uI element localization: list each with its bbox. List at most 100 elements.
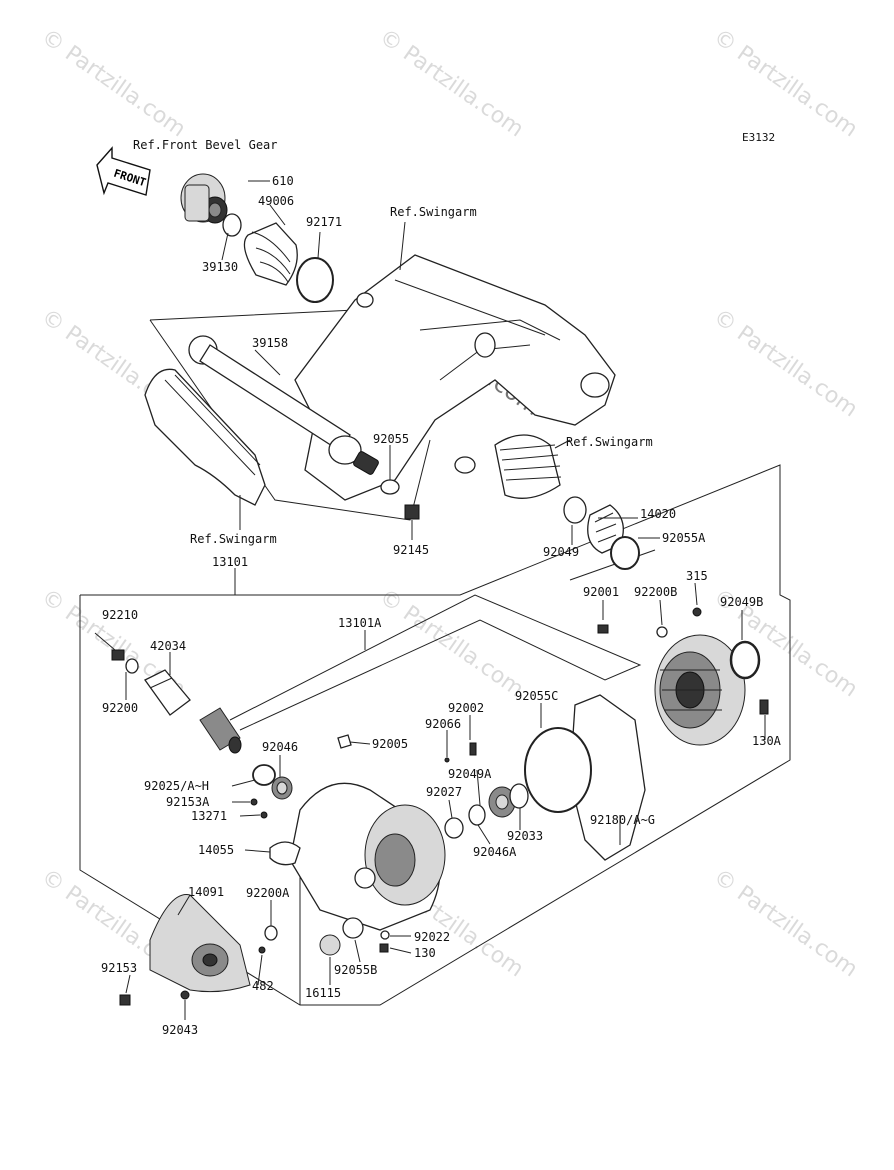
watermark-layer: © Partzilla.com © Partzilla.com © Partzi…: [37, 24, 862, 982]
part-92066-pin: [444, 757, 450, 763]
part-92200A-washer: [264, 925, 278, 941]
watermark: © Partzilla.com: [709, 864, 862, 982]
label-14091: 14091: [188, 885, 224, 899]
part-92049B-seal: [729, 640, 761, 680]
label-92043: 92043: [162, 1023, 198, 1037]
label-14020: 14020: [640, 507, 676, 521]
diagram-code: E3132: [742, 131, 775, 144]
ref-swingarm-left: Ref.Swingarm: [190, 532, 277, 546]
label-92200: 92200: [102, 701, 138, 715]
part-92002-bolt: [469, 742, 477, 756]
part-92046A-ring: [468, 804, 486, 826]
part-14091-cover: [149, 894, 251, 993]
part-92210-nut: [111, 649, 125, 661]
label-92055B: 92055B: [334, 963, 377, 977]
ref-swingarm-top: Ref.Swingarm: [390, 205, 477, 219]
watermark: © Partzilla.com: [37, 24, 190, 142]
label-92180: 92180/A~G: [590, 813, 655, 827]
part-482-pin: [258, 946, 266, 954]
part-13271-plate: [260, 811, 268, 819]
label-92025: 92025/A~H: [144, 779, 209, 793]
label-92022: 92022: [414, 930, 450, 944]
label-39130: 39130: [202, 260, 238, 274]
part-49006-boot: [243, 222, 298, 286]
label-49006: 49006: [258, 194, 294, 208]
ring-gear: [654, 634, 746, 746]
part-92171-clamp: [296, 257, 334, 303]
part-16115-cap: [319, 934, 341, 956]
ref-front-bevel-gear: Ref.Front Bevel Gear: [133, 138, 278, 152]
label-92153A: 92153A: [166, 795, 210, 809]
label-13101A: 13101A: [338, 616, 382, 630]
part-92049-shape: [563, 496, 587, 524]
label-92033: 92033: [507, 829, 543, 843]
label-42034: 42034: [150, 639, 186, 653]
label-92171: 92171: [306, 215, 342, 229]
label-482: 482: [252, 979, 274, 993]
label-92049A: 92049A: [448, 767, 492, 781]
part-92200-washer: [125, 658, 139, 674]
pinion-gear: [199, 707, 242, 754]
label-92049B: 92049B: [720, 595, 763, 609]
swingarm-drawing: [294, 254, 616, 501]
label-130A: 130A: [752, 734, 782, 748]
part-92153A-bolt: [250, 798, 258, 806]
label-92049: 92049: [543, 545, 579, 559]
label-92200A: 92200A: [246, 886, 290, 900]
label-92027: 92027: [426, 785, 462, 799]
part-92022-washer: [380, 930, 390, 940]
label-92200B: 92200B: [634, 585, 677, 599]
part-92145-shape: [404, 504, 420, 520]
front-bevel-gear: [180, 173, 228, 224]
label-92055A: 92055A: [662, 531, 706, 545]
part-92027-collar: [444, 817, 464, 839]
part-39130-shape: [222, 213, 242, 237]
part-130-bolt: [379, 943, 389, 953]
watermark: © Partzilla.com: [375, 584, 528, 702]
part-92055-shape: [380, 479, 400, 495]
part-92049A-bearing: [488, 786, 516, 818]
label-92046: 92046: [262, 740, 298, 754]
ref-swingarm-right: Ref.Swingarm: [566, 435, 653, 449]
label-130: 130: [414, 946, 436, 960]
label-92005: 92005: [372, 737, 408, 751]
part-42034-spacer: [144, 669, 191, 716]
part-92055A-oring: [610, 536, 640, 570]
label-92055C: 92055C: [515, 689, 558, 703]
part-92001-bolt: [597, 624, 609, 634]
label-92210: 92210: [102, 608, 138, 622]
part-92033-circlip: [509, 783, 529, 809]
part-92200B-washer: [656, 626, 668, 638]
label-14055: 14055: [198, 843, 234, 857]
leader-lines: [94, 180, 766, 1020]
part-92153-bolt: [119, 994, 131, 1006]
part-92055B-oring: [342, 917, 364, 939]
watermark: © Partzilla.com: [375, 24, 528, 142]
part-92046-bearing: [271, 776, 293, 800]
label-92046A: 92046A: [473, 845, 517, 859]
label-315: 315: [686, 569, 708, 583]
label-13101: 13101: [212, 555, 248, 569]
watermark: © Partzilla.com: [709, 24, 862, 142]
label-16115: 16115: [305, 986, 341, 1000]
final-gear-case: [269, 782, 446, 931]
part-39158-driveshaft: [188, 335, 379, 475]
part-92025-shim: [252, 764, 276, 786]
front-arrow-icon: FRONT: [96, 146, 151, 196]
part-92055C-oring: [524, 727, 592, 813]
watermark: © Partzilla.com: [709, 304, 862, 422]
label-610: 610: [272, 174, 294, 188]
part-130A-bolt: [759, 699, 769, 715]
label-92145: 92145: [393, 543, 429, 557]
label-92055: 92055: [373, 432, 409, 446]
label-92153: 92153: [101, 961, 137, 975]
label-92001: 92001: [583, 585, 619, 599]
label-92066: 92066: [425, 717, 461, 731]
part-92043-pin: [180, 990, 190, 1000]
label-39158: 39158: [252, 336, 288, 350]
label-92002: 92002: [448, 701, 484, 715]
left-swingarm-piece: [144, 368, 266, 506]
part-315-pin: [692, 607, 702, 617]
label-13271: 13271: [191, 809, 227, 823]
